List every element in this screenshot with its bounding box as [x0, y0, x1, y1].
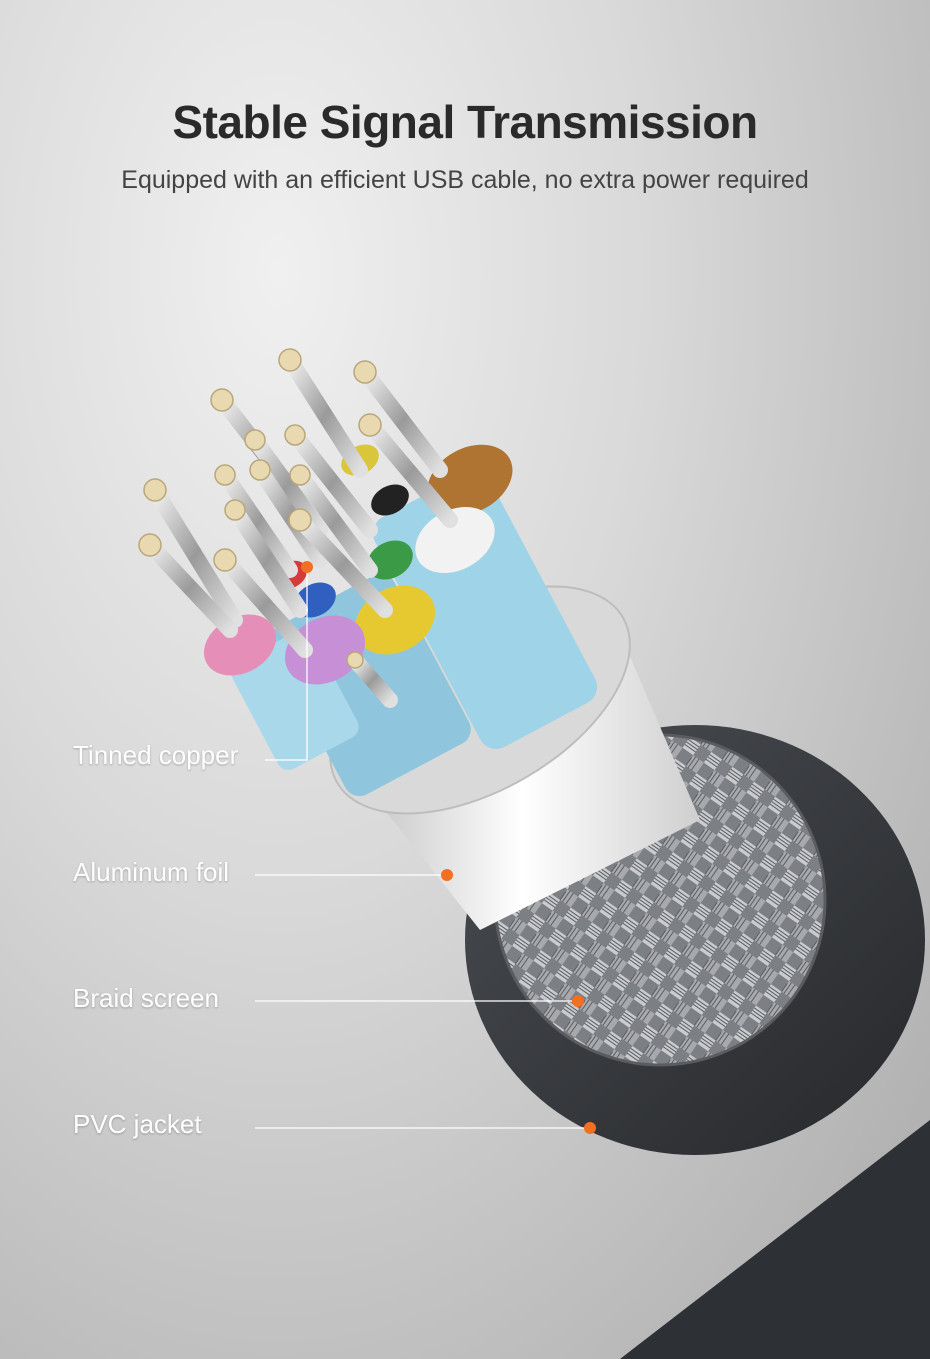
callout-braid-screen: [255, 995, 584, 1007]
label-aluminum-foil: Aluminum foil: [73, 857, 230, 887]
page-subtitle: Equipped with an efficient USB cable, no…: [121, 166, 809, 194]
callout-tinned-copper: [265, 561, 313, 761]
insulated-conductors: [203, 444, 513, 685]
tinned-copper-strands: [142, 352, 458, 708]
label-braid-screen: Braid screen: [73, 983, 219, 1013]
label-pvc-jacket: PVC jacket: [73, 1109, 202, 1139]
strand-tips: [138, 348, 382, 669]
page-title: Stable Signal Transmission: [172, 96, 758, 148]
label-tinned-copper: Tinned copper: [73, 740, 239, 770]
callout-aluminum-foil: [255, 869, 453, 881]
callout-pvc-jacket: [255, 1122, 596, 1134]
